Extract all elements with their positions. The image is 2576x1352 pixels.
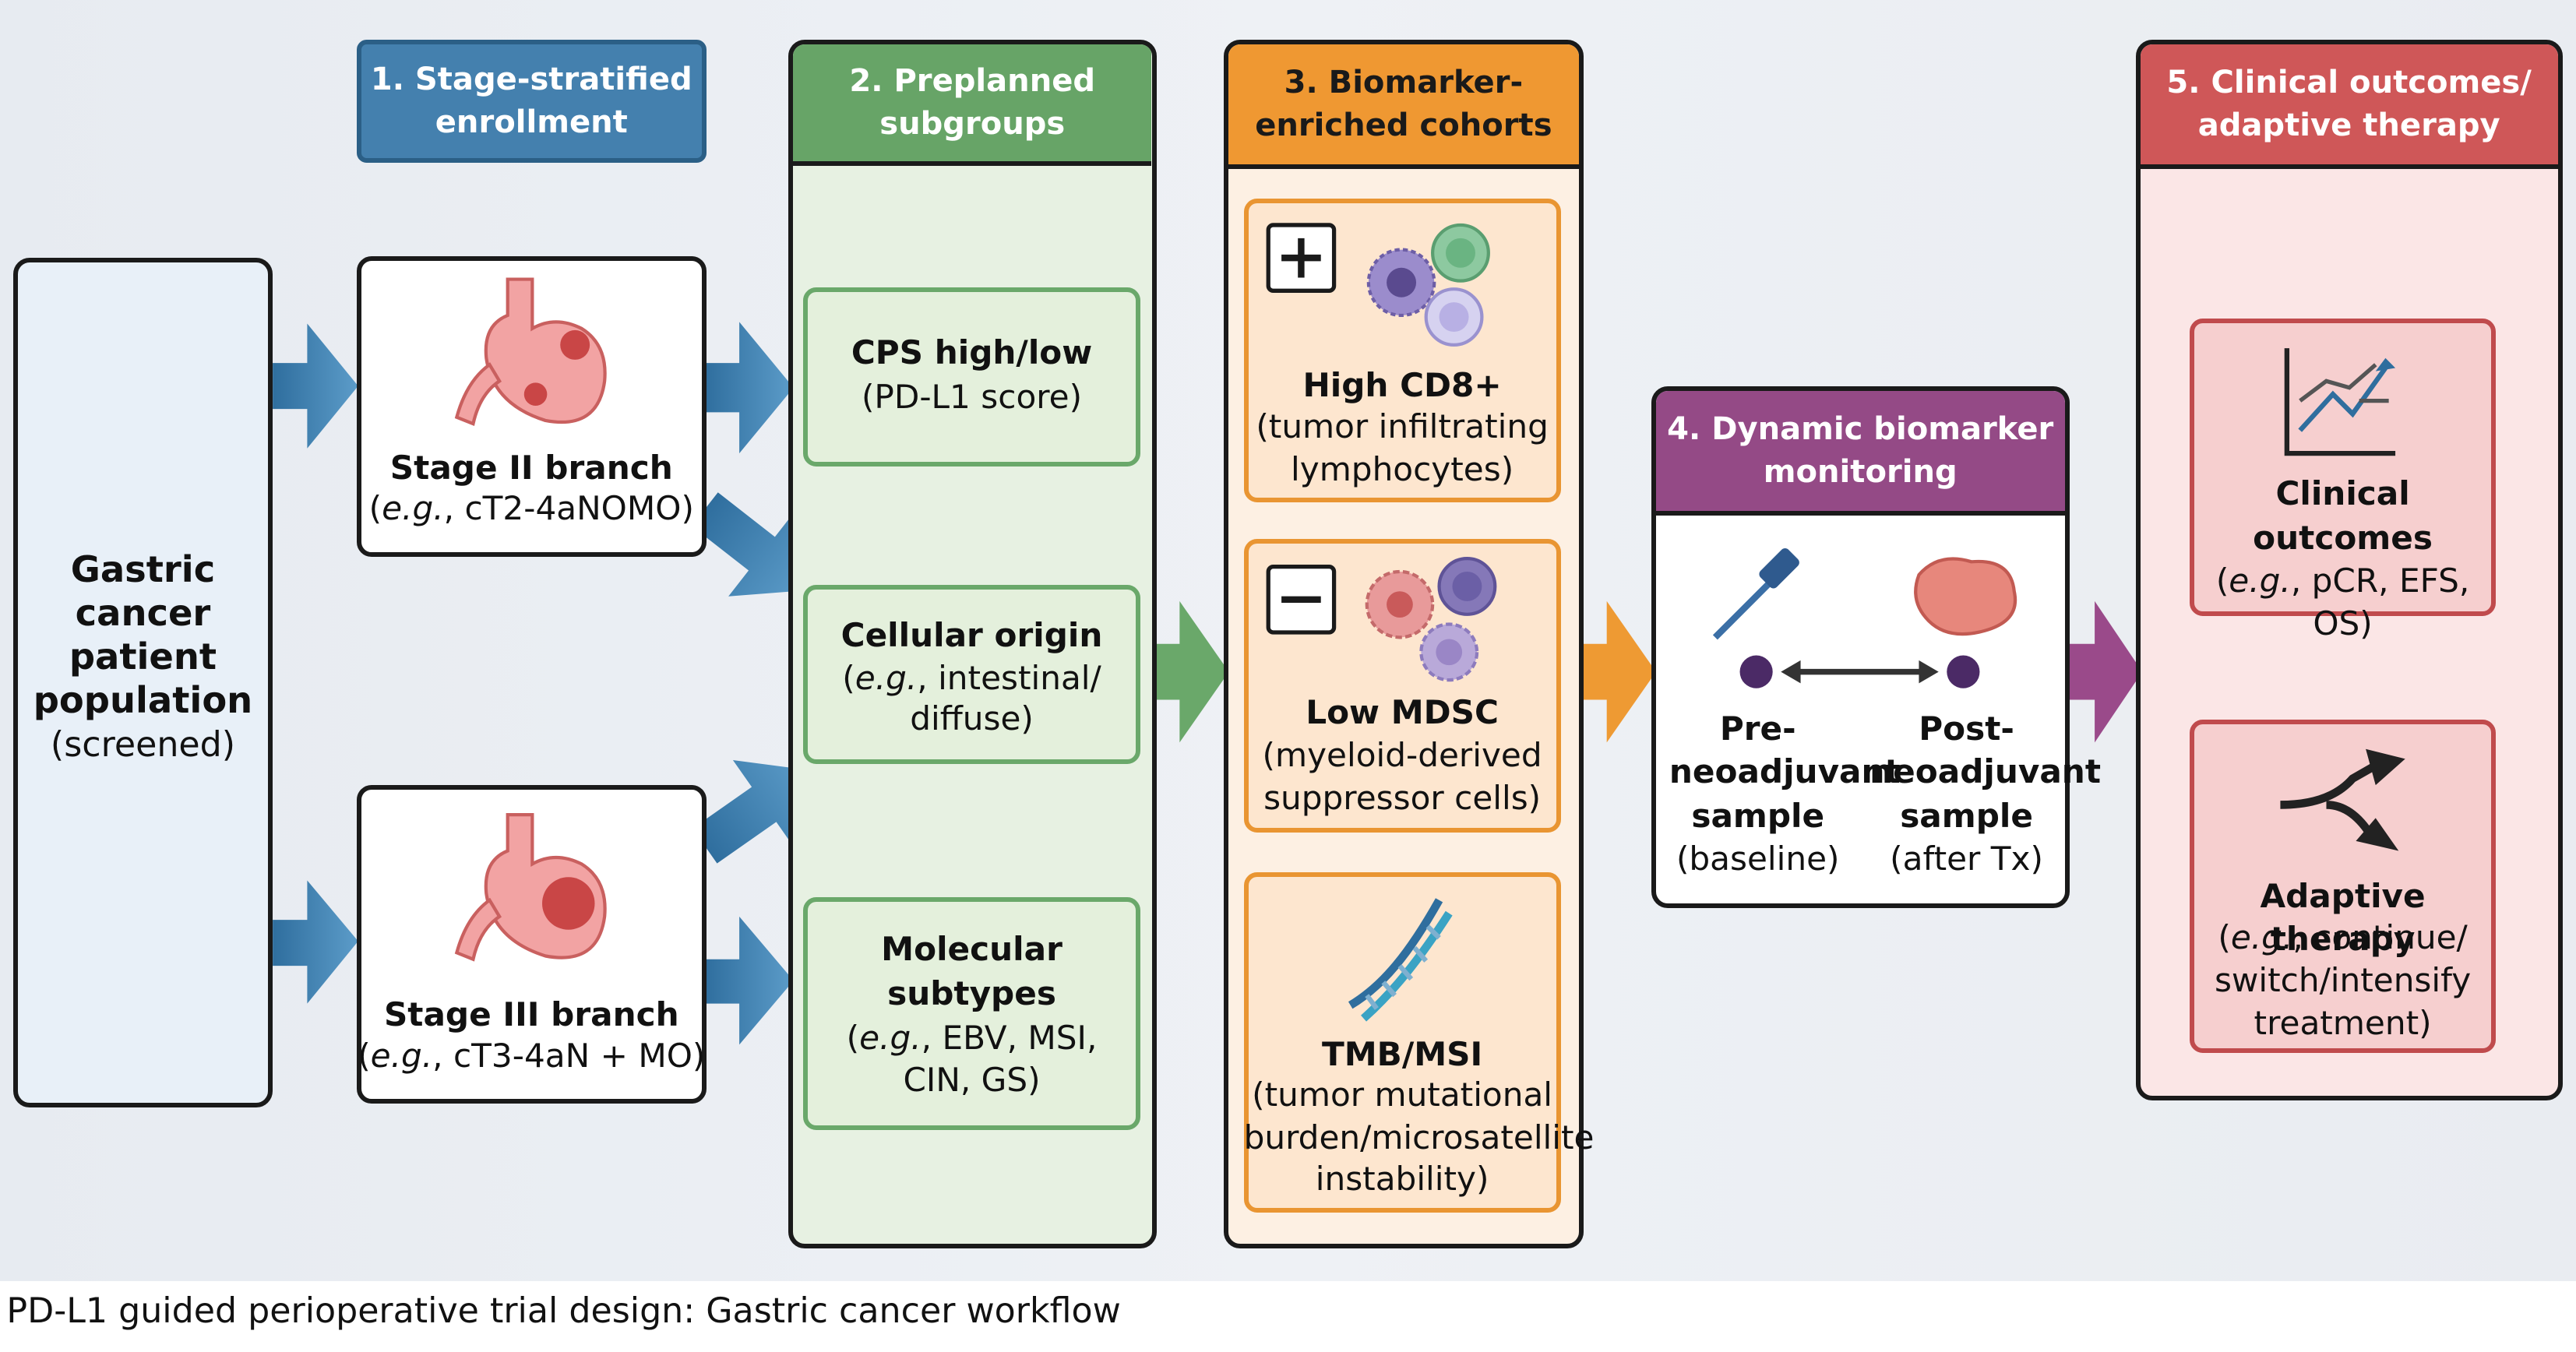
step3-header: 3. Biomarker- enriched cohorts (1228, 44, 1579, 169)
pre-label-4: (baseline) (1676, 839, 1840, 878)
pre-label-1: Pre- (1719, 709, 1796, 748)
origin-card (803, 584, 1140, 764)
adaptive-eg: e.g. (2230, 917, 2293, 956)
population-title-3: patient (69, 636, 217, 678)
post-label-2: neoadjuvant (1869, 752, 2101, 790)
population-title: Gastric (70, 548, 216, 591)
pre-label-2: neoadjuvant (1669, 752, 1901, 790)
mdsc-detail-1: (myeloid-derived (1262, 735, 1542, 774)
step2-header-line1: 2. Preplanned (849, 62, 1096, 99)
adaptive-title: Adaptive therapy (2260, 877, 2426, 958)
arrow-stage2-origin (691, 492, 809, 597)
cd8-detail-2: lymphocytes) (1291, 449, 1514, 488)
tmb-detail-2: burden/microsatellite (1243, 1118, 1595, 1157)
origin-detail-1: , intestinal/ (917, 658, 1101, 697)
stage2-title: Stage II branch (389, 448, 673, 487)
step4-header-line1: 4. Dynamic biomarker (1667, 410, 2054, 447)
cd8-title: High CD8+ (1302, 366, 1502, 405)
step3-header-line2: enriched cohorts (1255, 107, 1552, 143)
arrow-stage3-origin (692, 759, 813, 864)
mdsc-title: Low MDSC (1306, 692, 1499, 731)
arrow-step4-step5 (2068, 600, 2143, 743)
clinical-title-1: Clinical (2275, 474, 2410, 513)
molecular-detail-1: , EBV, MSI, (921, 1018, 1098, 1057)
adaptive-detail-3: treatment) (2254, 1003, 2432, 1042)
adaptive-detail-1: , continue/ (2292, 917, 2468, 956)
pre-label-3: sample (1691, 796, 1825, 835)
mdsc-detail-2: suppressor cells) (1263, 778, 1542, 817)
step5-header-line1: 5. Clinical outcomes/ (2166, 64, 2532, 100)
clinical-detail-text: , pCR, EFS, OS) (2290, 562, 2470, 643)
origin-detail-2: diffuse) (910, 699, 1034, 738)
step3-header-line1: 3. Biomarker- (1284, 64, 1524, 100)
step4-header-line2: monitoring (1763, 453, 1958, 490)
clinical-title-2: outcomes (2253, 519, 2433, 558)
stage3-detail-text: , cT3-4aN + MO) (432, 1036, 706, 1075)
arrow-stage3-mol (704, 916, 794, 1045)
population-subtitle: (screened) (50, 725, 236, 766)
cps-card (803, 287, 1140, 467)
stage3-title: Stage III branch (383, 995, 679, 1033)
adaptive-detail-2: switch/intensify (2214, 960, 2472, 999)
molecular-detail: (e.g., EBV, MSI, (846, 1018, 1098, 1057)
arrow-step3-step4 (1580, 600, 1656, 743)
step1-header-line1: 1. Stage-stratified (370, 61, 692, 97)
step2-header: 2. Preplanned subgroups (793, 44, 1152, 166)
stage2-detail-text: , cT2-4aNOMO) (443, 489, 694, 528)
step4-box: 4. Dynamic biomarker monitoring (1651, 386, 2070, 909)
molecular-eg: e.g. (859, 1018, 922, 1057)
origin-detail: (e.g., intestinal/ (842, 658, 1101, 697)
cps-detail: (PD-L1 score) (861, 377, 1083, 416)
molecular-title: Molecular (881, 929, 1062, 968)
step5-header: 5. Clinical outcomes/ adaptive therapy (2140, 44, 2558, 169)
molecular-card (803, 896, 1140, 1131)
cps-title: CPS high/low (851, 333, 1093, 372)
stage2-detail: (e.g., cT2-4aNOMO) (368, 489, 694, 528)
post-label-3: sample (1900, 796, 2033, 835)
post-label-1: Post- (1919, 709, 2014, 748)
step1-header: 1. Stage-stratified enrollment (356, 39, 707, 163)
arrow-step2-step3 (1154, 600, 1229, 743)
molecular-title-2: subtypes (887, 974, 1056, 1012)
diagram-canvas: Gastric cancer patient population (scree… (0, 0, 2576, 1282)
origin-eg: e.g. (855, 658, 918, 697)
arrow-to-stage2 (273, 323, 358, 449)
stage2-eg: e.g. (382, 489, 444, 528)
clinical-detail: (e.g., pCR, EFS, OS) (2215, 562, 2470, 643)
tmb-detail-3: instability) (1315, 1159, 1489, 1198)
stage3-eg: e.g. (370, 1036, 433, 1075)
population-title-4: population (33, 679, 253, 722)
step2-header-line2: subgroups (879, 105, 1066, 142)
step5-header-line2: adaptive therapy (2197, 107, 2500, 143)
stage3-detail: (e.g., cT3-4aN + MO) (358, 1036, 706, 1075)
post-label-4: (after Tx) (1890, 839, 2043, 878)
tmb-title: TMB/MSI (1321, 1034, 1483, 1073)
molecular-detail-2: CIN, GS) (903, 1061, 1041, 1100)
figure-caption: PD-L1 guided perioperative trial design:… (6, 1290, 1121, 1331)
population-title-2: cancer (75, 592, 211, 635)
population-box (12, 258, 273, 1107)
arrow-to-stage3 (273, 880, 358, 1004)
step4-header: 4. Dynamic biomarker monitoring (1655, 390, 2065, 516)
adaptive-detail: (e.g., continue/ (2218, 917, 2468, 956)
cd8-detail-1: (tumor infiltrating (1256, 407, 1549, 445)
arrow-stage2-cps (704, 322, 794, 454)
clinical-eg: e.g. (2229, 562, 2291, 600)
step1-header-line2: enrollment (435, 104, 628, 140)
tmb-detail-1: (tumor mutational (1252, 1076, 1553, 1114)
origin-title: Cellular origin (840, 615, 1103, 654)
